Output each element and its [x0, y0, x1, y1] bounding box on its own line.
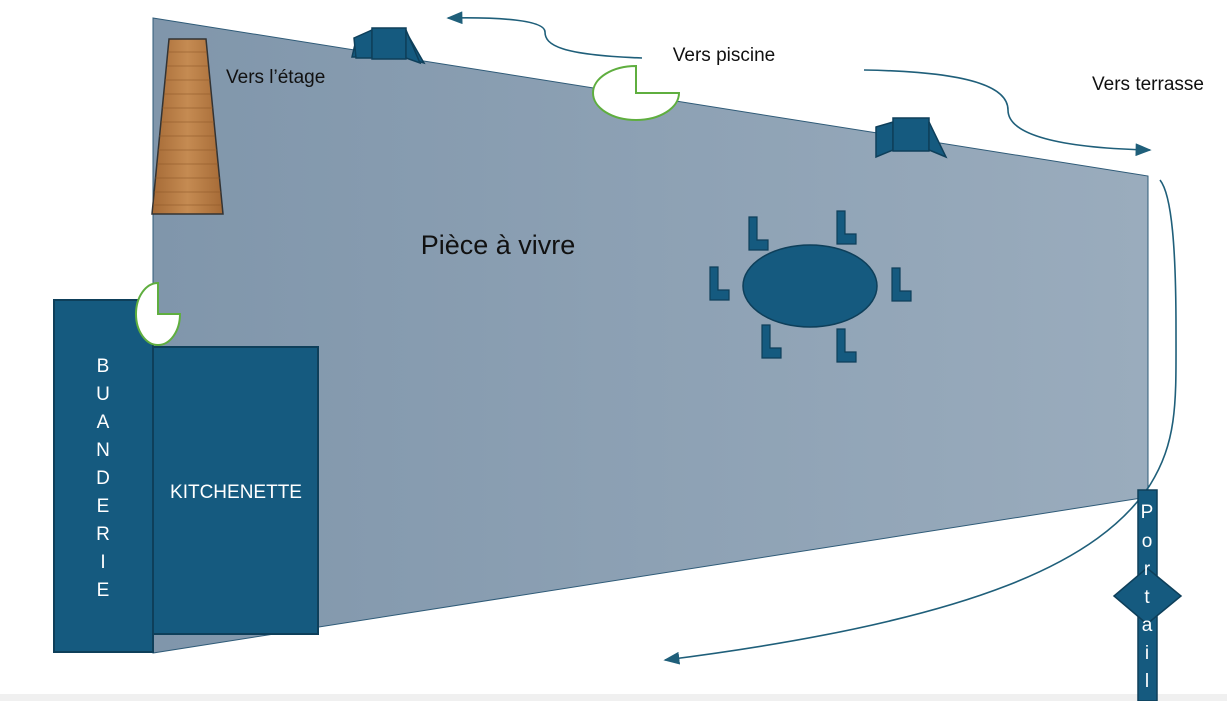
chair — [891, 267, 912, 302]
laundry-room — [53, 299, 154, 653]
chair — [748, 216, 769, 251]
chair — [836, 210, 857, 245]
laundry-letter: B — [97, 356, 110, 377]
stairs-label: Vers l’étage — [226, 67, 325, 88]
gate-letter: o — [1142, 531, 1153, 552]
stairs — [151, 38, 224, 215]
dining-table — [742, 244, 878, 328]
laundry-letter: A — [97, 412, 110, 433]
laundry-letter: E — [97, 580, 110, 601]
gate-letter: l — [1145, 671, 1149, 692]
chair — [836, 328, 857, 363]
gate-letter: i — [1145, 643, 1149, 664]
room-label: Pièce à vivre — [421, 230, 576, 260]
kitchenette-room — [152, 346, 319, 635]
chair — [709, 266, 730, 301]
arrow-from-gate — [663, 484, 1151, 665]
gate-letter: t — [1144, 587, 1150, 608]
door-pool — [592, 64, 681, 121]
pool-label: Vers piscine — [673, 45, 775, 66]
arrow-to-pool — [446, 11, 643, 59]
kitchenette-label: KITCHENETTE — [170, 482, 302, 503]
arrow-right-side — [1149, 179, 1177, 486]
gate-letter: a — [1142, 615, 1153, 636]
door-laundry — [135, 281, 182, 346]
gate: P o r t a i l — [1112, 489, 1183, 702]
arrow-to-terrace — [863, 69, 1152, 157]
gate-letter: P — [1141, 502, 1154, 523]
laundry-letter: I — [100, 552, 105, 573]
laundry-letter: R — [96, 524, 110, 545]
window-left — [351, 27, 426, 65]
window-right — [875, 117, 948, 159]
laundry-letter: E — [97, 496, 110, 517]
terrace-label: Vers terrasse — [1092, 74, 1204, 95]
gate-letter: r — [1144, 559, 1151, 580]
laundry-label: B U A N D E R I E — [96, 356, 110, 601]
laundry-letter: D — [96, 468, 110, 489]
chair — [761, 324, 782, 359]
laundry-letter: N — [96, 440, 110, 461]
laundry-letter: U — [96, 384, 110, 405]
bottom-strip — [0, 694, 1227, 701]
